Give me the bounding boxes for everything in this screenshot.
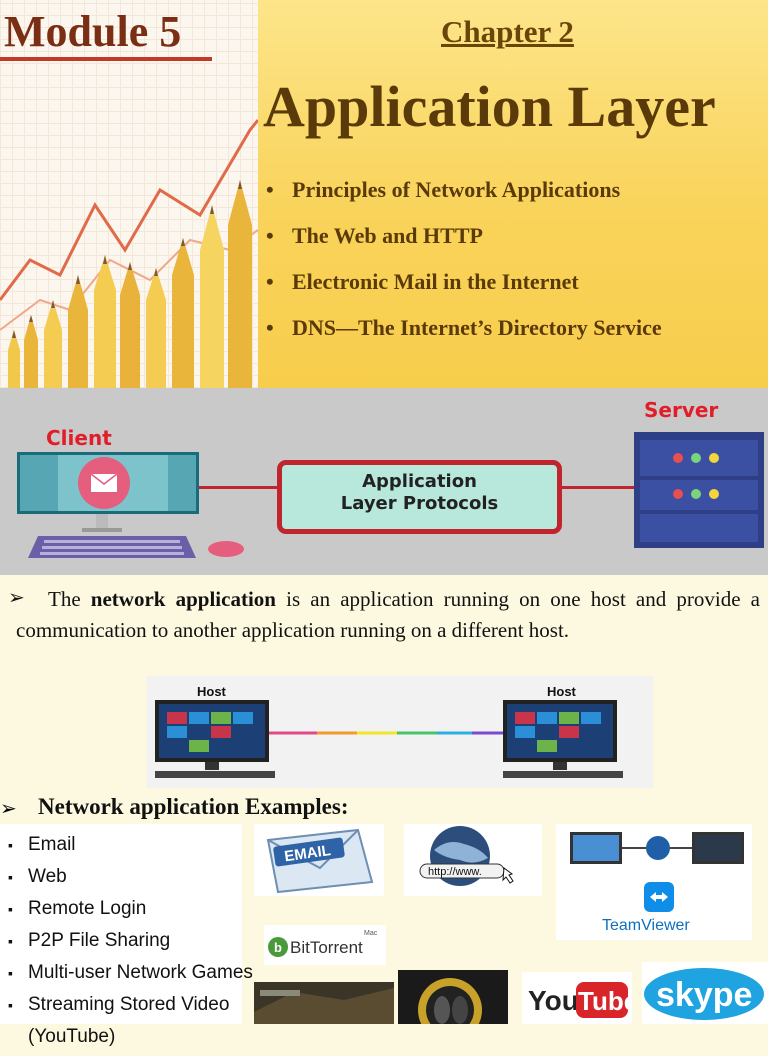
connection-line bbox=[562, 486, 634, 489]
email-logo: EMAIL bbox=[254, 824, 384, 896]
protocol-box: Application Layer Protocols bbox=[277, 460, 562, 534]
pencils-graph-illustration bbox=[0, 0, 258, 388]
examples-list-box: ▪Email ▪Web ▪Remote Login ▪P2P File Shar… bbox=[0, 824, 253, 1047]
description-paragraph: The network application is an applicatio… bbox=[16, 587, 761, 642]
host-label-left: Host bbox=[197, 684, 226, 699]
topic-item: •Electronic Mail in the Internet bbox=[266, 264, 662, 310]
bullet-icon: • bbox=[266, 315, 274, 340]
svg-text:BitTorrent: BitTorrent bbox=[290, 938, 363, 957]
module-underline bbox=[0, 57, 212, 61]
bullet-icon: • bbox=[266, 177, 274, 202]
svg-text:EMAIL: EMAIL bbox=[283, 842, 332, 865]
chapter-label: Chapter 2 bbox=[441, 14, 574, 49]
module-title: Module 5 bbox=[4, 7, 182, 56]
bullet-icon: ▪ bbox=[8, 965, 13, 981]
bittorrent-logo: Mac b BitTorrent bbox=[264, 925, 386, 965]
youtube-logo: You Tube bbox=[522, 972, 632, 1024]
list-item: ▪Streaming Stored Video bbox=[8, 992, 253, 1024]
bullet-icon: • bbox=[266, 269, 274, 294]
arrow-bullet-icon: ➢ bbox=[8, 587, 25, 609]
svg-text:skype: skype bbox=[656, 976, 752, 1014]
arrow-bullet-icon: ➢ bbox=[0, 798, 17, 820]
bullet-icon: ▪ bbox=[8, 869, 13, 885]
client-computer-icon bbox=[17, 432, 764, 558]
svg-text:Mac: Mac bbox=[364, 930, 378, 937]
svg-text:b: b bbox=[274, 940, 282, 955]
topic-item: •Principles of Network Applications bbox=[266, 172, 662, 218]
bullet-icon: ▪ bbox=[8, 837, 13, 853]
bullet-icon: ▪ bbox=[8, 997, 13, 1013]
list-item: ▪Email bbox=[8, 832, 253, 864]
topic-item: •The Web and HTTP bbox=[266, 218, 662, 264]
svg-text:You: You bbox=[528, 985, 579, 1016]
list-item: (YouTube) bbox=[28, 1026, 116, 1047]
server-label: Server bbox=[644, 398, 719, 422]
connection-line bbox=[199, 486, 277, 489]
client-label: Client bbox=[46, 426, 112, 450]
list-item: ▪Multi-user Network Games bbox=[8, 960, 253, 992]
bullet-icon: ▪ bbox=[8, 933, 13, 949]
examples-heading: Network application Examples: bbox=[38, 794, 349, 819]
http-globe-logo: http://www. bbox=[404, 824, 542, 896]
host-to-host-diagram: Host Host bbox=[147, 676, 653, 788]
topic-item: •DNS—The Internet’s Directory Service bbox=[266, 310, 662, 356]
client-server-diagram: Client Server Application Layer Protocol… bbox=[0, 388, 768, 575]
svg-text:Tube: Tube bbox=[578, 986, 632, 1016]
host-label-right: Host bbox=[547, 684, 576, 699]
list-item: ▪Web bbox=[8, 864, 253, 896]
list-item: ▪Remote Login bbox=[8, 896, 253, 928]
page-title: Application Layer bbox=[263, 74, 716, 139]
teamviewer-logo: TeamViewer bbox=[556, 824, 752, 940]
list-item: ▪P2P File Sharing bbox=[8, 928, 253, 960]
svg-text:http://www.: http://www. bbox=[428, 866, 482, 878]
game-screenshot-image bbox=[254, 982, 394, 1024]
host-computers-icon bbox=[155, 700, 623, 778]
bullet-icon: • bbox=[266, 223, 274, 248]
game-character-image bbox=[398, 970, 508, 1024]
bullet-icon: ▪ bbox=[8, 901, 13, 917]
topics-list: •Principles of Network Applications •The… bbox=[266, 172, 662, 356]
svg-text:TeamViewer: TeamViewer bbox=[602, 917, 690, 934]
skype-logo: skype bbox=[642, 962, 768, 1024]
